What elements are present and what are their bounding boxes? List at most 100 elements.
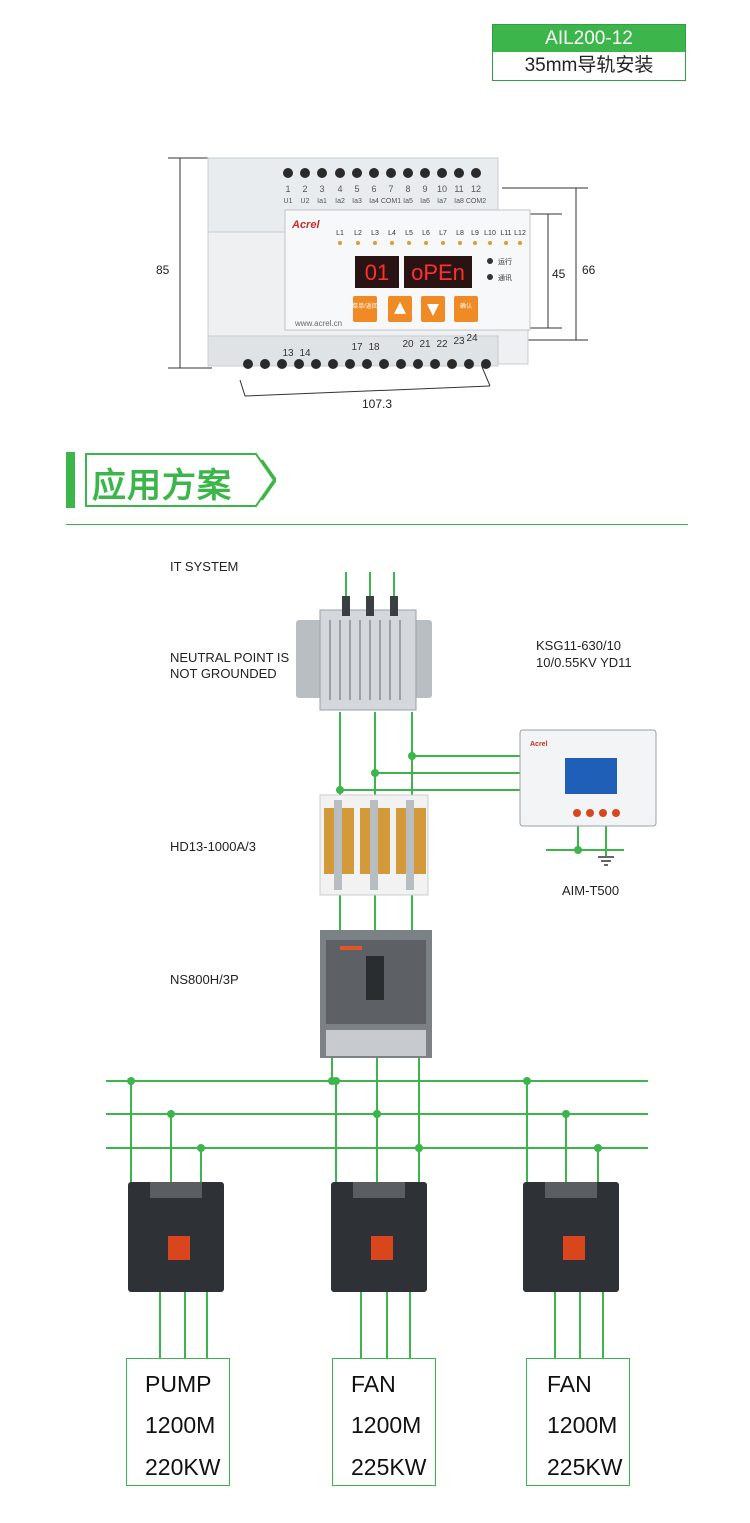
label-text: Ia7 [437,198,447,205]
label-text: 3 [319,184,324,194]
enter-button[interactable] [454,296,478,322]
load-length: 1200M [547,1412,618,1438]
label-text: L6 [422,230,430,237]
label-text: Ia6 [420,198,430,205]
neutral-label-line2: NOT GROUNDED [170,666,277,681]
label-text: 8 [405,184,410,194]
label-text: 12 [471,184,481,194]
ground-icon [598,856,614,866]
section-header-frame [85,453,276,507]
display-right [404,256,472,288]
label-text: 7 [388,184,393,194]
down-arrow-icon [427,304,439,316]
menu-button[interactable] [353,296,377,322]
label-text: Ia1 [317,198,327,205]
breaker-label: NS800H/3P [170,972,239,987]
status-run: 运行 [498,257,512,266]
label-text: 10 [437,184,447,194]
model-name: AIL200-12 [493,25,685,52]
label-text: 6 [371,184,376,194]
label-text: L11 [500,230,511,237]
label-text: 9 [422,184,427,194]
label-text: L4 [388,230,396,237]
label-text: 20 [402,339,414,350]
bottom-terminal-numbers: 13 14 17 18 20 21 22 23 24 [282,333,478,359]
label-text: 11 [454,184,463,194]
label-text: 2 [302,184,307,194]
neutral-label-line1: NEUTRAL POINT IS [170,650,290,665]
label-text: 1 [285,184,290,194]
branch-breaker-icon-3 [523,1182,619,1292]
label-text: L2 [354,230,362,237]
transformer-model: KSG11-630/10 [536,638,622,653]
label-text: 13 [282,348,294,359]
label-text: 21 [419,339,431,350]
comm-indicator-icon [487,274,493,280]
monitor-label: AIM-T500 [562,883,620,898]
display-left-text: 01 [365,260,389,285]
dim-depth-total: 66 [582,263,596,277]
insulation-monitor-icon: Acrel [519,729,657,827]
load-name: FAN [547,1371,592,1397]
label-text: L1 [336,230,344,237]
load-length: 1200M [145,1412,216,1438]
branch-breaker-icon-1 [128,1182,224,1292]
label-text: 4 [337,184,342,194]
disconnect-switch-icon [319,794,429,896]
label-text: Ia5 [403,198,413,205]
load-name: FAN [351,1371,396,1397]
label-text: 23 [453,336,465,347]
model-mount: 35mm导轨安装 [524,55,654,76]
label-text: Ia8 [454,198,464,205]
label-text: 22 [436,339,448,350]
load-length: 1200M [351,1412,422,1438]
bottom-terminals [243,359,491,369]
section-title: 应用方案 [92,466,232,506]
led-labels: L1 L2 L3 L4 L5 L6 L7 L8 L9 L10 L11 L12 [336,230,526,237]
label-text: 17 [351,342,363,353]
svg-text:Acrel: Acrel [530,741,548,748]
display-left [355,256,399,288]
label-text: L10 [484,230,496,237]
status-comm: 通讯 [498,273,512,282]
top-terminal-numbers: 1 2 3 4 5 6 7 8 9 10 11 12 [285,184,481,194]
load-box-2: FAN 1200M 225KW [332,1358,436,1486]
branch-breaker-icon-2 [331,1182,427,1292]
label-text: L7 [439,230,447,237]
model-box: AIL200-12 35mm导轨安装 [492,24,686,81]
wiring-diagram: Acrel [106,572,657,1358]
up-arrow-icon [394,302,406,314]
label-text: Ia3 [352,198,362,205]
load-box-3: FAN 1200M 225KW [526,1358,630,1486]
dim-height: 85 [156,263,170,277]
load-power: 220KW [145,1454,221,1480]
label-text: 24 [466,333,478,344]
display-right-text: oPEn [411,260,465,285]
run-indicator-icon [487,258,493,264]
label-text: Ia2 [335,198,345,205]
label-text: L9 [471,230,479,237]
label-text: 14 [299,348,311,359]
section-header: 应用方案 [84,452,276,508]
led-indicators [338,241,522,245]
label-text: 5 [354,184,359,194]
label-text: L8 [456,230,464,237]
label-text: Ia4 [369,198,379,205]
device-illustration: 1 2 3 4 5 6 7 8 9 10 11 12 U1 U2 Ia1 Ia2… [156,157,596,411]
load-name: PUMP [145,1371,212,1397]
switch-label: HD13-1000A/3 [170,839,256,854]
load-power: 225KW [547,1454,623,1480]
label-text: U1 [284,198,293,205]
main-breaker-icon [320,930,432,1058]
junction-dots [127,752,602,1152]
transformer-ratio: 10/0.55KV YD11 [536,655,632,670]
system-label: IT SYSTEM [170,559,239,574]
menu-button-label: 菜单/返回 [352,302,378,310]
dim-depth-front: 45 [552,267,566,281]
section-divider [66,524,688,525]
section-accent-bar [66,452,75,508]
brand-logo: Acrel [291,219,320,231]
label-text: 18 [368,342,380,353]
label-text: COM1 [381,198,401,205]
top-terminals [283,168,481,178]
